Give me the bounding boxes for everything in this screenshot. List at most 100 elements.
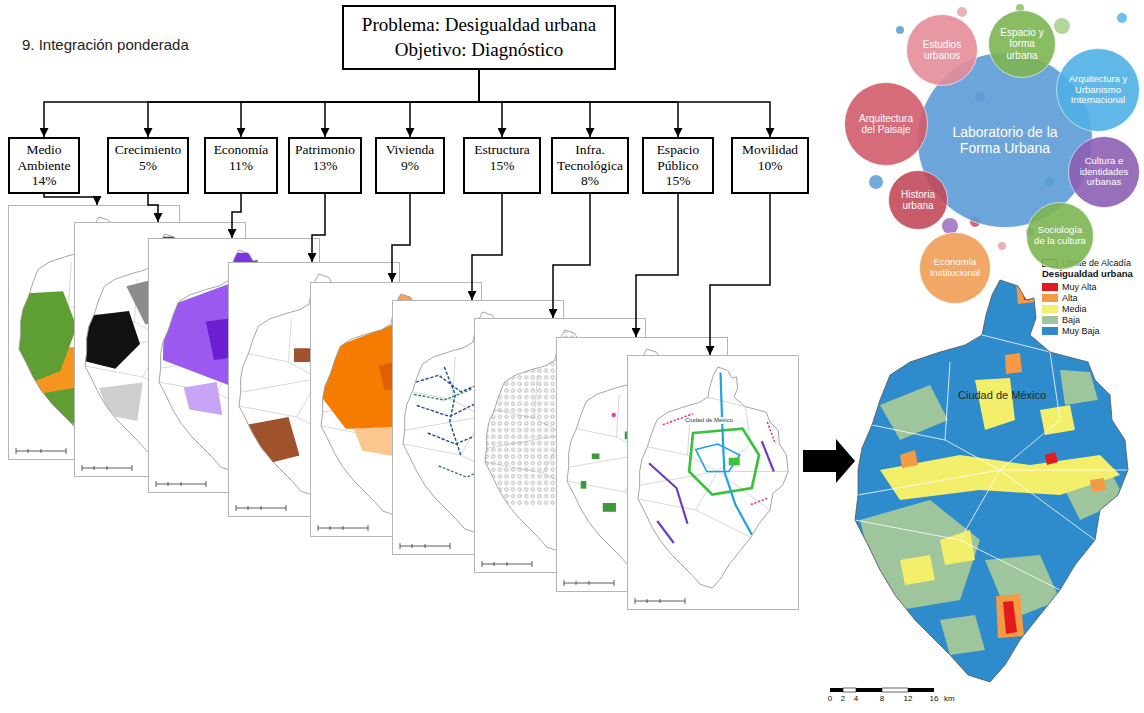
decorative-dot	[896, 26, 904, 34]
inequality-map	[1022, 288, 1030, 300]
decorative-dot	[957, 7, 967, 17]
map-panel	[393, 301, 564, 555]
map-panel	[482, 330, 636, 551]
inequality-map	[996, 594, 1024, 638]
map-panel	[475, 319, 646, 573]
map-panel	[16, 291, 77, 382]
scale-bar	[882, 688, 908, 692]
map-panel	[393, 301, 564, 555]
field-circle: Arquitectura y Urbanismo Internacional	[1056, 48, 1140, 132]
criterion-box: Patrimonio13%	[288, 137, 362, 194]
box-label: Problema: Desigualdad urbana	[358, 13, 600, 38]
circle-label: Estudios urbanos	[915, 39, 969, 62]
field-circle: Sociología de la cultura	[1026, 202, 1094, 270]
map-panel	[663, 459, 673, 466]
legend-label: Baja	[1062, 315, 1080, 325]
criterion-box: Estructura15%	[463, 137, 541, 194]
map-panel	[729, 458, 740, 466]
inequality-map	[1040, 405, 1075, 435]
legend-row: Baja	[1042, 314, 1080, 325]
map-panel	[696, 444, 740, 472]
map-panel	[393, 295, 423, 330]
map-panel	[321, 294, 471, 515]
field-circle: Historia urbana	[888, 170, 948, 230]
map-panel	[411, 318, 549, 478]
map-panel	[567, 349, 717, 570]
map-panel	[159, 250, 309, 471]
legend-title: Desigualdad urbana	[1042, 269, 1133, 280]
tree-connector	[479, 70, 770, 137]
map-panel	[239, 274, 389, 495]
map-panel	[689, 446, 693, 450]
tree-connector	[44, 70, 479, 137]
inequality-map	[1005, 353, 1022, 374]
criterion-box: Vivienda9%	[375, 137, 445, 194]
scale-bar	[830, 688, 934, 692]
circle-label: Economía Institucional	[926, 257, 984, 279]
map-panel	[603, 503, 616, 512]
criterion-box: Infra. Tecnológica8%	[551, 137, 629, 194]
inequality-map	[985, 555, 1060, 620]
scale-bar	[856, 688, 882, 692]
circle-label: Laboratorio de la Forma Urbana	[948, 124, 1062, 156]
circle-outline	[907, 15, 978, 86]
panel-arrow	[710, 193, 770, 355]
inequality-map	[1090, 478, 1106, 492]
panel-arrow	[636, 193, 678, 337]
circle-label: Sociología de la cultura	[1033, 225, 1087, 247]
circle-label: Arquitectura y Urbanismo Internacional	[1065, 74, 1130, 107]
field-circle: Espacio y forma urbana	[988, 10, 1056, 78]
map-panel	[321, 324, 471, 464]
inequality-map	[900, 555, 935, 585]
inequality-map	[1060, 370, 1098, 405]
map-panel	[628, 356, 799, 610]
panel-arrow	[392, 193, 410, 282]
scale-label: 8	[880, 694, 884, 703]
map-panel	[638, 397, 788, 537]
map-panel	[323, 322, 470, 429]
scale-label: 4	[854, 694, 858, 703]
scale-label: 2	[841, 694, 845, 703]
tree-connector	[410, 70, 479, 137]
map-panel	[229, 263, 400, 517]
criterion-box: Movilidad10%	[731, 137, 809, 194]
inequality-map	[880, 455, 1120, 500]
tree-connector	[148, 70, 479, 137]
map-panel	[689, 429, 759, 495]
legend-label: Muy Baja	[1062, 326, 1100, 336]
circle-label: Espacio y forma urbana	[996, 27, 1049, 62]
map-panel	[75, 223, 246, 477]
map-panel	[16, 217, 170, 443]
inequality-map	[855, 335, 1128, 590]
inequality-map	[860, 500, 980, 610]
map-panel	[403, 312, 553, 533]
map-panel	[581, 481, 587, 489]
tree-connector	[479, 70, 502, 137]
map-panel	[99, 383, 143, 422]
map-panel	[625, 432, 637, 440]
field-circle: Arquitectura del Paisaje	[844, 82, 928, 166]
box-sublabel: 5%	[112, 158, 184, 174]
box-label: Economía	[209, 142, 273, 158]
map-panel	[581, 404, 688, 512]
box-sublabel: 10%	[736, 158, 804, 174]
decorative-dot	[998, 242, 1006, 250]
inequality-map	[860, 370, 1125, 655]
circle-outline	[1027, 203, 1094, 270]
inequality-map	[940, 615, 985, 655]
criterion-box: Economía11%	[204, 137, 278, 194]
map-panel	[567, 349, 717, 570]
map-panel	[612, 413, 693, 527]
box-label: Vivienda	[380, 142, 440, 158]
scale-bar	[908, 688, 934, 692]
inequality-map	[855, 280, 1128, 682]
map-panel	[163, 253, 302, 415]
map-panel	[482, 330, 636, 506]
map-panel	[485, 330, 635, 551]
map-panel	[721, 373, 752, 535]
map-panel	[557, 338, 728, 592]
inequality-map	[900, 450, 918, 468]
map-panel	[19, 217, 169, 438]
map-panel	[581, 404, 693, 527]
